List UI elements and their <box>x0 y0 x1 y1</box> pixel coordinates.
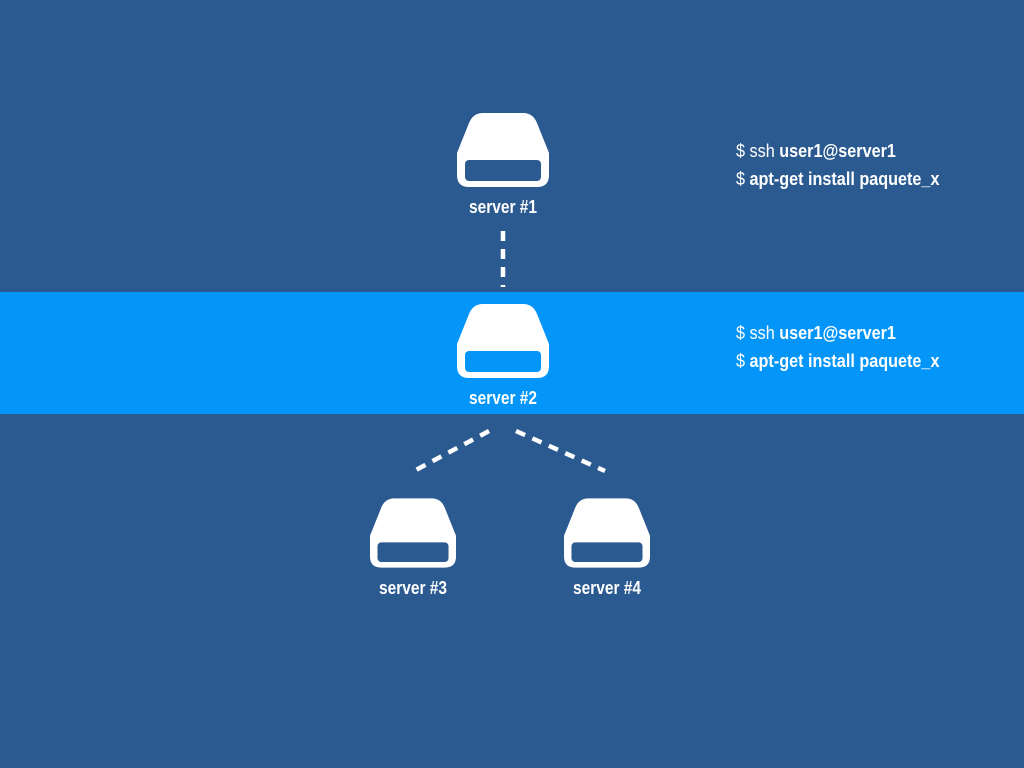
hard-drive-icon <box>370 498 456 568</box>
server-node-4: server #4 <box>537 498 677 599</box>
server-label: server #3 <box>378 578 447 598</box>
hard-drive-icon <box>564 498 650 568</box>
hard-drive-icon <box>457 304 549 378</box>
command-line-ssh: $ ssh user1@server1 <box>736 137 939 165</box>
install-command: apt-get install paquete_x <box>749 351 940 371</box>
command-line-install: $ apt-get install paquete_x <box>736 347 939 375</box>
connector-server2-server3 <box>412 429 491 473</box>
command-prompt: $ <box>736 169 750 189</box>
server-label: server #4 <box>572 578 641 598</box>
connector-server2-server4 <box>515 428 606 474</box>
server-label: server #1 <box>468 197 537 217</box>
server-label: server #2 <box>468 388 537 408</box>
command-line-ssh: $ ssh user1@server1 <box>736 319 939 347</box>
command-block-server-1: $ ssh user1@server1 $ apt-get install pa… <box>736 137 962 193</box>
server-node-3: server #3 <box>343 498 483 599</box>
command-block-server-2: $ ssh user1@server1 $ apt-get install pa… <box>736 319 962 375</box>
install-command: apt-get install paquete_x <box>749 169 940 189</box>
hard-drive-icon <box>457 113 549 187</box>
server-node-2: server #2 <box>433 304 573 409</box>
ssh-target: user1@server1 <box>779 141 896 161</box>
command-prompt: $ ssh <box>736 141 780 161</box>
server-node-1: server #1 <box>433 113 573 218</box>
command-line-install: $ apt-get install paquete_x <box>736 165 939 193</box>
command-prompt: $ <box>736 351 750 371</box>
ssh-target: user1@server1 <box>779 323 896 343</box>
command-prompt: $ ssh <box>736 323 780 343</box>
